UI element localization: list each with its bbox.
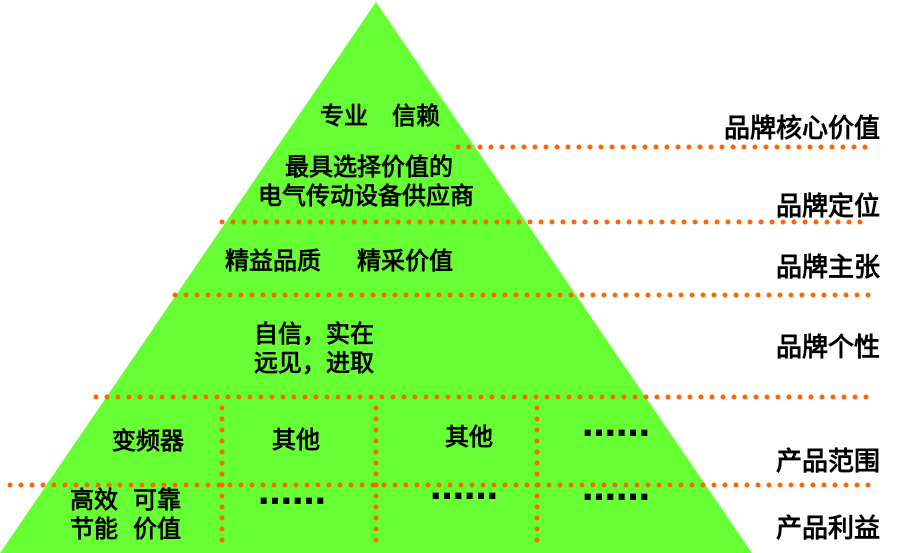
personality-text: 远见，进取 — [254, 349, 374, 377]
pyramid-shape — [0, 2, 752, 553]
product-benefit-text: 价值 — [133, 515, 181, 543]
layer-label-core-value: 品牌核心价值 — [723, 114, 880, 144]
layer-label-personality: 品牌个性 — [775, 333, 880, 363]
product-range-cell: 其他 — [272, 426, 320, 454]
layer-label-positioning: 品牌定位 — [775, 192, 880, 222]
positioning-text: 电气传动设备供应商 — [258, 182, 474, 210]
core-value-text: 信赖 — [392, 102, 440, 130]
product-range-cell: 其他 — [445, 423, 493, 451]
product-benefit-text: 可靠 — [133, 486, 181, 514]
proposition-text: 精采价值 — [357, 247, 453, 275]
layer-label-product-range: 产品范围 — [775, 447, 880, 477]
product-benefit-text: 高效 — [70, 486, 118, 514]
product-benefit-ellipsis: …… — [582, 469, 650, 509]
product-benefit-ellipsis: …… — [430, 468, 498, 508]
product-range-ellipsis: …… — [582, 405, 650, 445]
proposition-text: 精益品质 — [225, 247, 321, 275]
core-value-text: 专业 — [320, 102, 368, 130]
layer-label-proposition: 品牌主张 — [775, 253, 880, 283]
positioning-text: 最具选择价值的 — [285, 153, 453, 181]
product-range-cell: 变频器 — [112, 427, 184, 455]
product-benefit-ellipsis: …… — [258, 473, 326, 513]
product-benefit-text: 节能 — [70, 515, 118, 543]
layer-label-product-benefit: 产品利益 — [775, 514, 880, 544]
personality-text: 自信，实在 — [254, 320, 374, 348]
